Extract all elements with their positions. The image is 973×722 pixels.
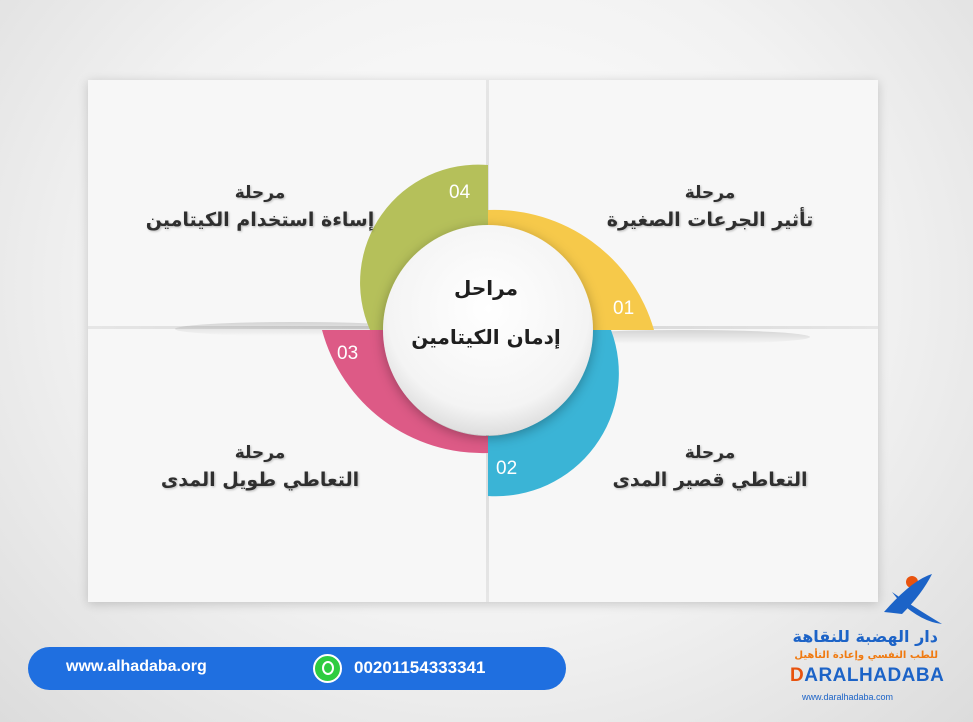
stage-02-segment	[488, 330, 619, 497]
stage-03-title: مرحلة	[234, 443, 286, 463]
stage-01-label: مرحلة تأثير الجرعات الصغيرة	[590, 180, 830, 234]
brand-logo: دار الهضبة للنقاهة للطب النفسي وإعادة ال…	[772, 572, 968, 712]
stage-04-name: إساءة استخدام الكيتامين	[145, 209, 375, 231]
title-line-2: إدمان الكيتامين	[411, 325, 561, 349]
stage-01-number: 01	[613, 298, 635, 319]
logo-name-rest: ARALHADABA	[804, 665, 945, 686]
stage-03-label: مرحلة التعاطي طويل المدى	[140, 440, 380, 494]
logo-arabic-tagline: للطب النفسي وإعادة التأهيل	[794, 650, 938, 661]
stage-01-name: تأثير الجرعات الصغيرة	[606, 209, 814, 231]
contact-bar: www.alhadaba.org 00201154333341	[28, 647, 566, 690]
stage-02-name: التعاطي قصير المدى	[612, 469, 808, 491]
stage-02-number: 02	[496, 458, 518, 479]
stage-01-title: مرحلة	[684, 183, 736, 203]
stage-03-number: 03	[337, 343, 359, 364]
stage-02-title: مرحلة	[684, 443, 736, 463]
center-circle	[383, 225, 593, 435]
title-line-1: مراحل	[454, 276, 518, 300]
website-link[interactable]: www.alhadaba.org	[66, 658, 207, 675]
logo-arabic-name: دار الهضبة للنقاهة	[792, 627, 939, 646]
logo-initial: D	[790, 665, 805, 686]
stage-04-label: مرحلة إساءة استخدام الكيتامين	[120, 180, 400, 234]
divider-shadow-right	[560, 330, 810, 344]
stage-04-number: 04	[449, 182, 471, 203]
phone-number[interactable]: 00201154333341	[354, 658, 486, 677]
figure-icon	[884, 574, 942, 624]
stage-04-title: مرحلة	[234, 183, 286, 203]
diagram-title: مراحل إدمان الكيتامين	[380, 268, 592, 366]
whatsapp-icon	[313, 654, 342, 683]
stage-02-label: مرحلة التعاطي قصير المدى	[590, 440, 830, 494]
logo-english-name: DARALHADABA	[790, 665, 944, 687]
stage-03-name: التعاطي طويل المدى	[160, 469, 360, 491]
stage-03-segment	[322, 330, 488, 454]
logo-url[interactable]: www.daralhadaba.com	[802, 692, 894, 702]
